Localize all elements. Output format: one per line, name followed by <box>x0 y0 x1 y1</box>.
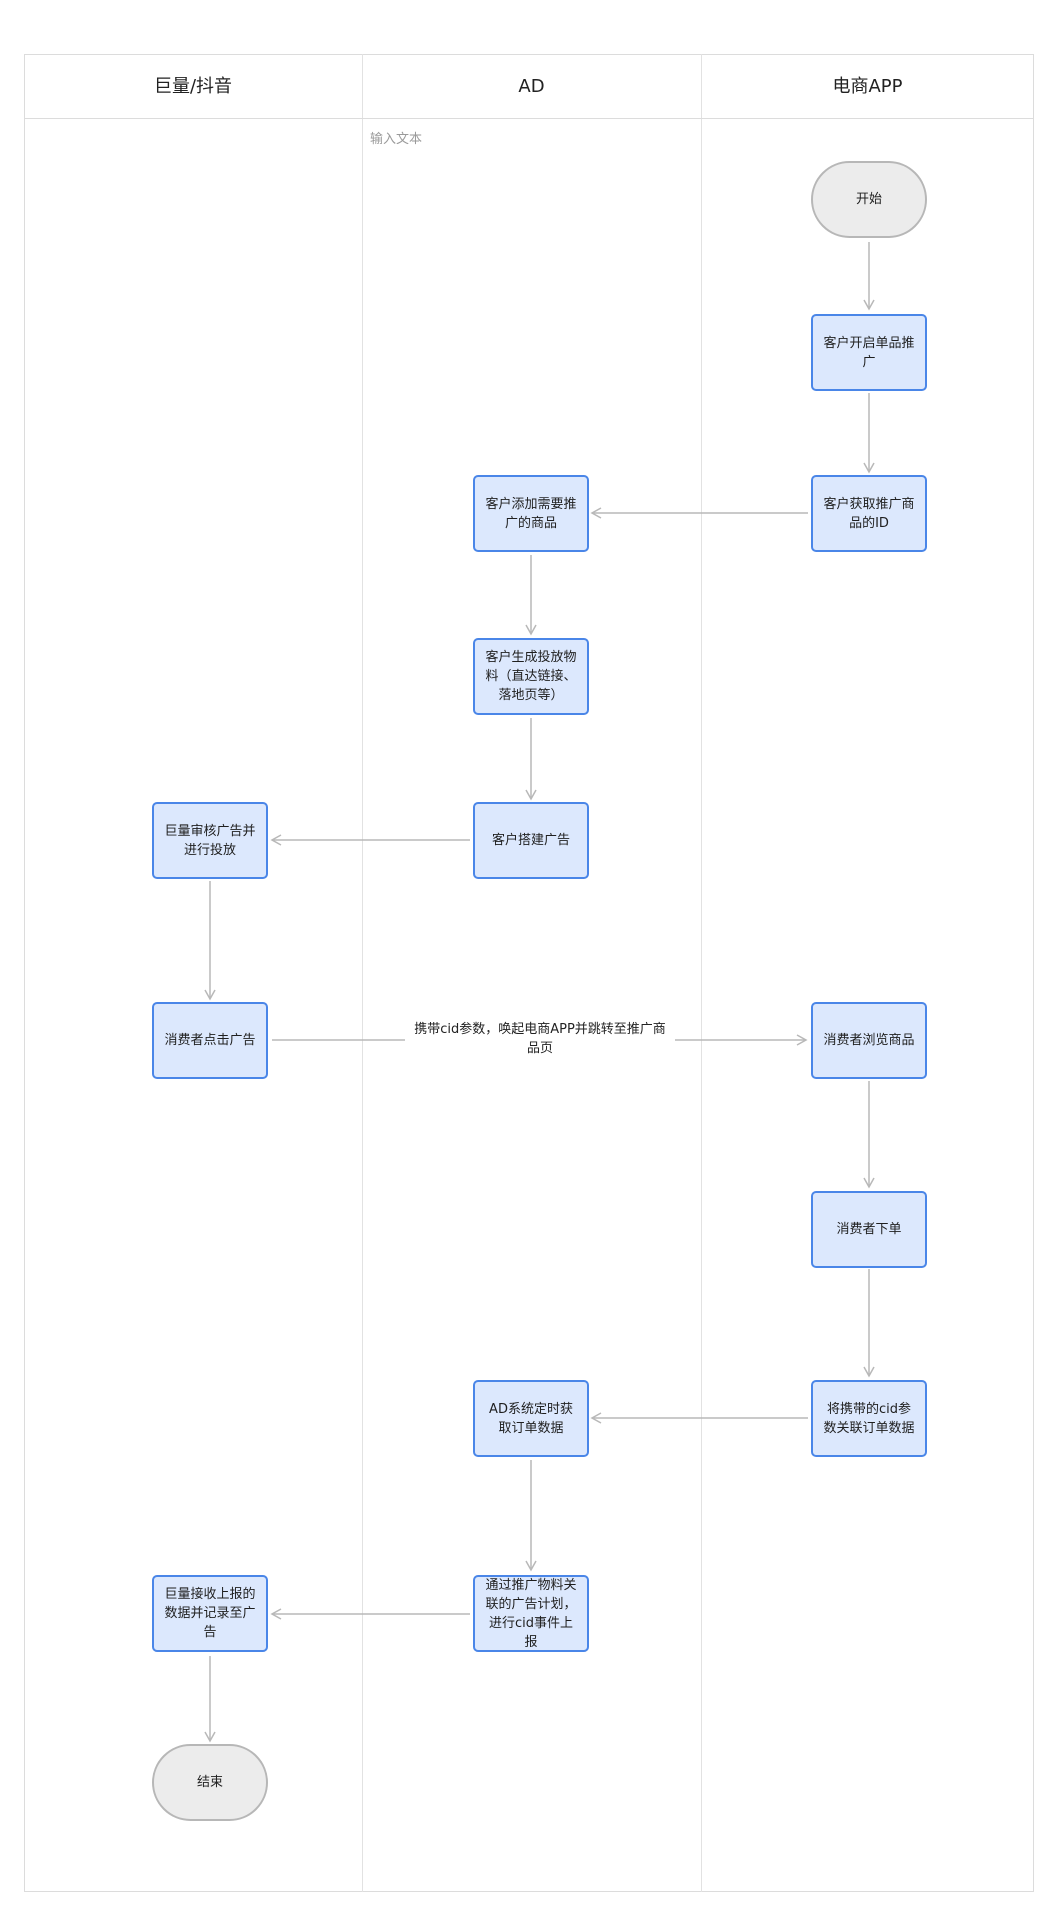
node-get-product-id[interactable]: 客户获取推广商品的ID <box>811 475 927 552</box>
swimlane-frame <box>24 54 1034 1892</box>
node-fetch-order-data[interactable]: AD系统定时获取订单数据 <box>473 1380 589 1457</box>
node-review-ad[interactable]: 巨量审核广告并进行投放 <box>152 802 268 879</box>
end-node[interactable]: 结束 <box>152 1744 268 1821</box>
lane-header-divider <box>24 118 1034 119</box>
node-open-single-product-promo[interactable]: 客户开启单品推广 <box>811 314 927 391</box>
node-consumer-order[interactable]: 消费者下单 <box>811 1191 927 1268</box>
node-consumer-click-ad[interactable]: 消费者点击广告 <box>152 1002 268 1079</box>
start-node[interactable]: 开始 <box>811 161 927 238</box>
node-receive-report[interactable]: 巨量接收上报的数据并记录至广告 <box>152 1575 268 1652</box>
node-generate-material[interactable]: 客户生成投放物料（直达链接、落地页等） <box>473 638 589 715</box>
node-associate-cid[interactable]: 将携带的cid参数关联订单数据 <box>811 1380 927 1457</box>
node-consumer-browse[interactable]: 消费者浏览商品 <box>811 1002 927 1079</box>
lane-title-juliang: 巨量/抖音 <box>153 76 233 97</box>
node-build-ad[interactable]: 客户搭建广告 <box>473 802 589 879</box>
node-report-cid-event[interactable]: 通过推广物料关联的广告计划，进行cid事件上报 <box>473 1575 589 1652</box>
input-text-hint[interactable]: 输入文本 <box>370 132 423 147</box>
lane-title-ad: AD <box>518 76 545 97</box>
lane-title-ecommerce-app: 电商APP <box>832 76 903 97</box>
lane-divider <box>362 54 363 1892</box>
node-add-promo-goods[interactable]: 客户添加需要推广的商品 <box>473 475 589 552</box>
lane-divider <box>701 54 702 1892</box>
edge-label-cid-jump: 携带cid参数，唤起电商APP并跳转至推广商品页 <box>405 1018 675 1060</box>
